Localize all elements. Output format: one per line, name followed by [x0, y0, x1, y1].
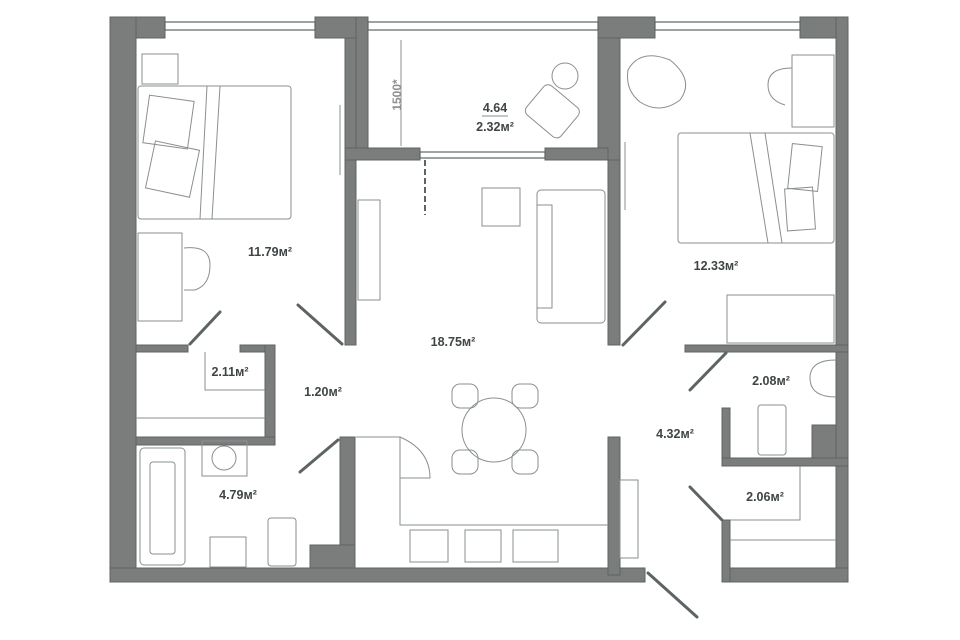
nightstand	[141, 53, 179, 85]
dining-chair	[451, 383, 479, 409]
label-closet-right: 2.06м²	[746, 490, 784, 504]
sofa-back	[536, 204, 553, 309]
windows	[164, 21, 801, 159]
wardrobe-right	[726, 294, 835, 344]
fridge-door	[399, 436, 431, 479]
pillow	[142, 94, 195, 150]
chair	[183, 247, 211, 291]
label-corridor: 1.20м²	[304, 385, 342, 399]
bathtub	[139, 447, 186, 566]
desk-left	[137, 232, 183, 322]
bed-right	[677, 132, 835, 244]
closet-left-shelves	[136, 352, 265, 419]
furniture	[136, 40, 837, 568]
door-right-bedroom[interactable]	[621, 300, 667, 347]
washing-machine	[201, 440, 248, 477]
label-hall: 4.32м²	[656, 427, 694, 441]
pillow	[144, 140, 201, 198]
shoe-cabinet	[619, 479, 639, 559]
door-wc[interactable]	[688, 351, 728, 392]
closet-right-shelves	[730, 466, 836, 541]
bathroom-sink	[209, 536, 247, 568]
label-bedroom-left: 11.79м²	[248, 245, 292, 259]
label-balcony-area: 2.32м²	[476, 120, 514, 134]
armchair	[627, 55, 687, 109]
bathtub-inner	[149, 461, 176, 555]
window-balcony	[367, 21, 599, 31]
dishwasher	[464, 529, 502, 563]
kitchen-sink	[409, 529, 449, 563]
door-left-bedroom[interactable]	[188, 310, 222, 346]
balcony-table	[551, 62, 579, 90]
wc-sink	[809, 359, 837, 398]
window-right-bedroom	[654, 21, 801, 31]
side-table	[481, 187, 521, 227]
label-living-kitchen: 18.75м²	[431, 335, 476, 349]
dining-chair	[511, 383, 539, 409]
doors	[188, 160, 728, 619]
toilet	[267, 517, 297, 567]
dining-chair	[451, 449, 479, 475]
room-labels: 11.79м² 12.33м² 18.75м² 2.11м² 1.20м² 4.…	[211, 79, 789, 504]
entrance-door[interactable]	[646, 571, 699, 619]
dining-chair	[511, 449, 539, 475]
blanket-fold	[199, 85, 221, 220]
desk-right	[791, 54, 835, 128]
wc-toilet	[757, 404, 787, 456]
balcony-chair	[524, 84, 580, 139]
balcony-door-window	[419, 151, 546, 159]
pillow	[784, 186, 816, 232]
stove	[512, 529, 559, 563]
label-bathroom: 4.79м²	[219, 488, 257, 502]
kitchen-counter	[356, 436, 608, 526]
label-balcony-total: 4.64	[483, 101, 507, 115]
door-living-left[interactable]	[296, 303, 344, 346]
label-bedroom-right: 12.33м²	[694, 259, 739, 273]
chair	[767, 67, 793, 106]
tv-stand	[357, 199, 381, 301]
dimension-balcony-depth: 1500*	[390, 79, 404, 111]
bed-left	[137, 85, 292, 220]
door-bathroom[interactable]	[298, 438, 340, 474]
dining-table	[461, 397, 527, 463]
window-left-bedroom	[164, 21, 316, 31]
label-closet-left: 2.11м²	[211, 365, 248, 379]
blanket-fold	[749, 132, 783, 244]
sofa	[536, 189, 606, 324]
washing-machine-drum	[211, 445, 237, 471]
walls	[109, 16, 849, 583]
door-closet-right[interactable]	[688, 485, 724, 522]
label-wc: 2.08м²	[752, 374, 790, 388]
pillow	[787, 143, 823, 192]
